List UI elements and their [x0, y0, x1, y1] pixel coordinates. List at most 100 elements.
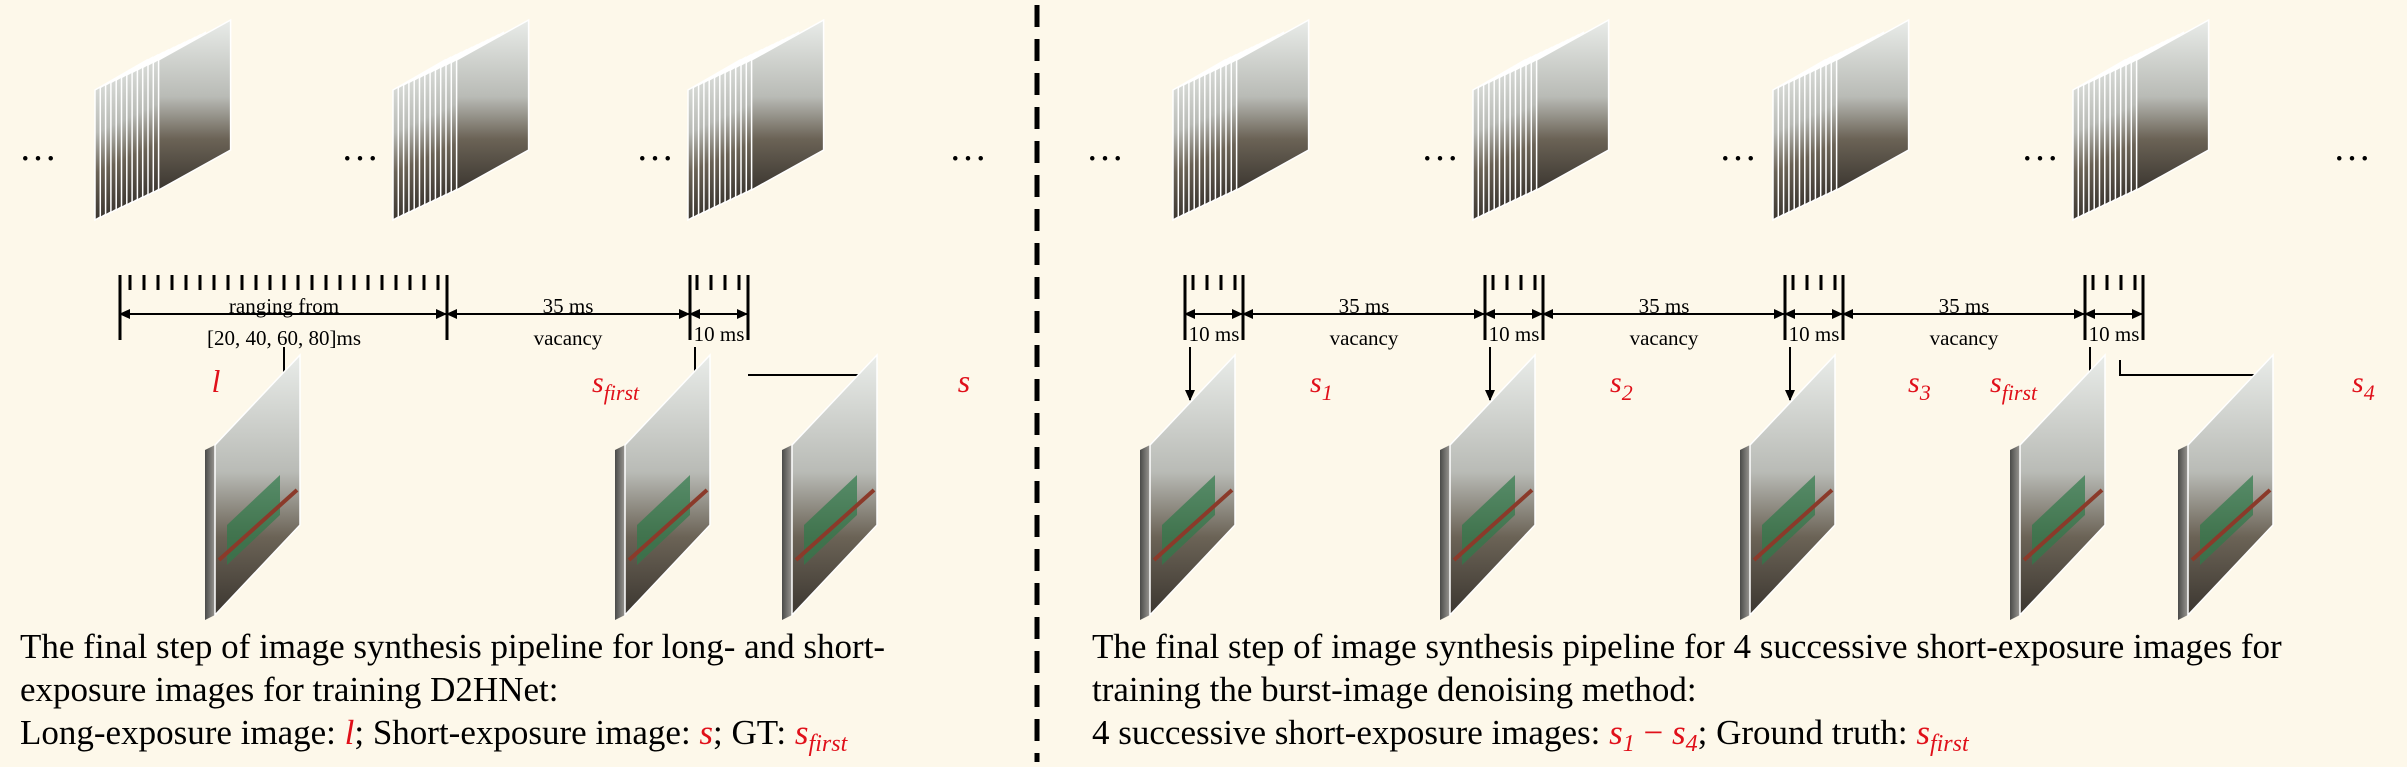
image-face — [1749, 353, 1836, 617]
image-face — [214, 353, 301, 617]
label-10ms: 10 ms — [1489, 322, 1540, 346]
right-caption-gt-text: ; Ground truth: — [1697, 713, 1917, 752]
right-caption-line1: The final step of image synthesis pipeli… — [1092, 627, 2282, 666]
left-caption-short-text: ; Short-exposure image: — [354, 713, 700, 752]
left-caption-long-text: Long-exposure image: — [20, 713, 345, 752]
label-vacancy: vacancy — [1330, 326, 1399, 350]
ellipsis-mark: … — [636, 127, 674, 169]
label-35ms: 35 ms — [1339, 294, 1390, 318]
image-face — [2187, 353, 2274, 617]
image-post — [2022, 488, 2104, 562]
left-caption: The final step of image synthesis pipeli… — [20, 625, 885, 759]
label-s4: s4 — [2352, 366, 2375, 405]
stack-front-face — [1235, 18, 1310, 192]
image-post — [1752, 488, 1834, 562]
left-caption-line2: exposure images for training D2HNet: — [20, 670, 559, 709]
label-35ms: 35 ms — [1639, 294, 1690, 318]
image-burst — [1140, 353, 1236, 620]
image-burst — [1440, 353, 1536, 620]
ellipsis-mark: … — [1421, 127, 1459, 169]
label-s1: s1 — [1310, 366, 1333, 405]
label-vacancy: vacancy — [534, 326, 603, 350]
label-s3: s3 — [1908, 366, 1931, 405]
stack-front-face — [2135, 18, 2210, 192]
image-face — [1449, 353, 1536, 617]
frame-stack-burst — [1771, 18, 1910, 222]
label-ranging-from: ranging from — [229, 294, 339, 318]
ellipsis-mark: … — [2021, 127, 2059, 169]
image-edge — [2178, 445, 2188, 620]
image-edge — [2010, 445, 2020, 620]
left-caption-sfirst-sub: first — [808, 731, 848, 757]
left-caption-sfirst: sfirst — [794, 713, 847, 757]
image-long-exposure — [205, 353, 301, 620]
frame-stack-long — [93, 18, 232, 222]
image-short-first — [615, 353, 711, 620]
label-35ms: 35 ms — [1939, 294, 1990, 318]
left-caption-s: s — [699, 713, 714, 752]
image-edge — [615, 445, 625, 620]
image-edge — [205, 445, 215, 620]
right-caption-s1: s1 — [1609, 713, 1635, 757]
left-caption-sfirst-base: s — [794, 713, 809, 752]
left-caption-gt-text: ; GT: — [713, 713, 795, 752]
image-face — [1149, 353, 1236, 617]
frame-stack-burst — [1171, 18, 1310, 222]
label-vacancy: vacancy — [1630, 326, 1699, 350]
image-post — [1152, 488, 1234, 562]
stack-front-face — [1535, 18, 1610, 192]
right-caption-line2: training the burst-image denoising metho… — [1092, 670, 1697, 709]
image-short — [782, 353, 878, 620]
image-edge — [1740, 445, 1750, 620]
label-10ms: 10 ms — [1189, 322, 1240, 346]
image-post — [1452, 488, 1534, 562]
label-s: s — [958, 363, 970, 399]
right-caption: The final step of image synthesis pipeli… — [1092, 625, 2282, 759]
right-caption-sfirst-sub: first — [1929, 731, 1969, 757]
image-edge — [782, 445, 792, 620]
frame-stack-burst — [2071, 18, 2210, 222]
ellipsis-mark: … — [1719, 127, 1757, 169]
right-caption-line3: 4 successive short-exposure images: s1 −… — [1092, 711, 2282, 759]
stack-front-face — [1835, 18, 1910, 192]
label-35ms: 35 ms — [543, 294, 594, 318]
right-caption-dash: − — [1634, 713, 1672, 752]
ellipsis-mark: … — [341, 127, 379, 169]
right-caption-s4: s4 — [1672, 713, 1698, 757]
label-10ms: 10 ms — [2089, 322, 2140, 346]
left-caption-line1: The final step of image synthesis pipeli… — [20, 627, 886, 666]
ellipsis-mark: … — [1086, 127, 1124, 169]
left-caption-l: l — [344, 713, 355, 752]
image-edge — [1140, 445, 1150, 620]
label-l: l — [212, 363, 221, 399]
image-post — [217, 488, 299, 562]
right-caption-images-text: 4 successive short-exposure images: — [1092, 713, 1610, 752]
image-edge — [1440, 445, 1450, 620]
right-caption-s1-base: s — [1609, 713, 1623, 752]
image-post — [2190, 488, 2272, 562]
right-caption-sfirst: sfirst — [1916, 713, 1968, 757]
label-s2: s2 — [1610, 366, 1633, 405]
right-caption-sfirst-base: s — [1916, 713, 1930, 752]
image-face — [791, 353, 878, 617]
ellipsis-mark: … — [2333, 127, 2371, 169]
label-10ms: 10 ms — [694, 322, 745, 346]
label-s-first: sfirst — [592, 366, 640, 405]
stack-front-face — [455, 18, 530, 192]
image-burst — [2010, 353, 2106, 620]
frame-stack-burst — [1471, 18, 1610, 222]
stack-front-face — [157, 18, 232, 192]
ellipsis-mark: … — [19, 127, 57, 169]
image-burst — [2178, 353, 2274, 620]
label-range-values: [20, 40, 60, 80]ms — [207, 326, 361, 350]
image-burst — [1740, 353, 1836, 620]
frame-stack-mid — [391, 18, 530, 222]
label-10ms: 10 ms — [1789, 322, 1840, 346]
image-post — [794, 488, 876, 562]
frame-stack-short — [686, 18, 825, 222]
label-vacancy: vacancy — [1930, 326, 1999, 350]
left-caption-line3: Long-exposure image: l; Short-exposure i… — [20, 711, 885, 759]
image-post — [627, 488, 709, 562]
stack-front-face — [750, 18, 825, 192]
